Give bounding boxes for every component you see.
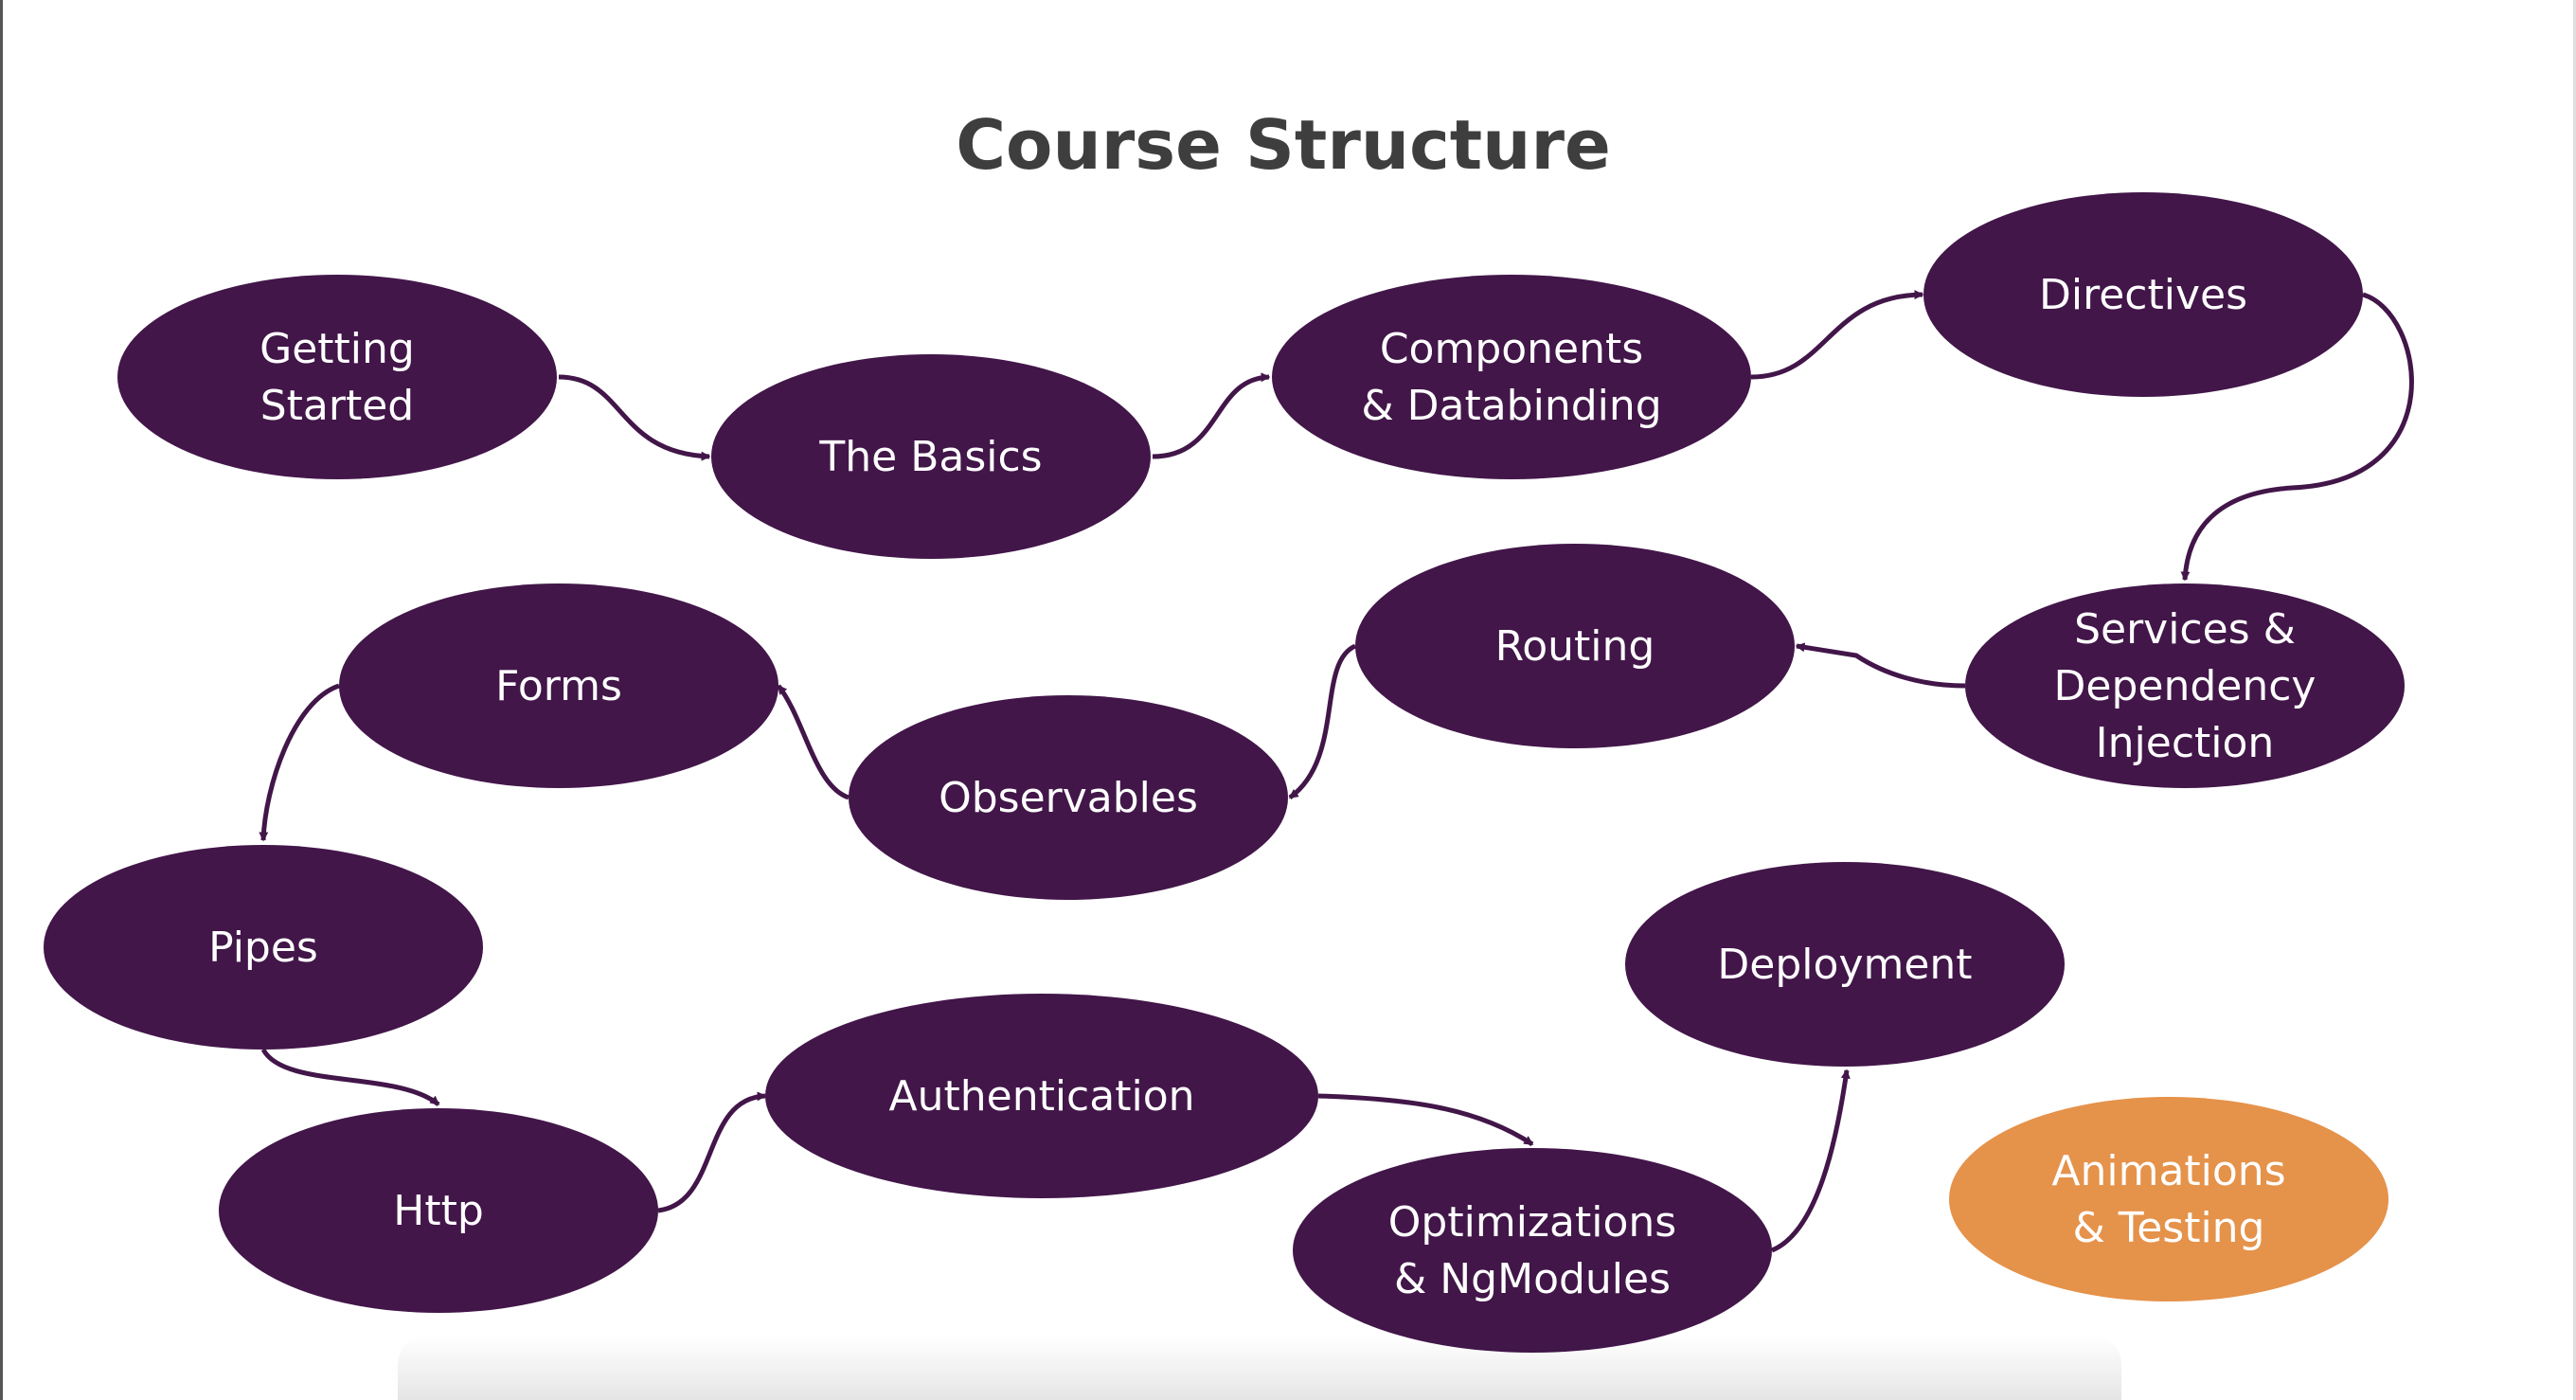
edge-getting-started-to-the-basics [558, 374, 711, 461]
node-label-animations-testing-1: Animations [2051, 1147, 2285, 1195]
node-label-directives: Directives [2039, 271, 2247, 319]
node-shape-services-di [1965, 583, 2405, 788]
node-http: Http [219, 1108, 658, 1313]
node-shape-routing [1355, 544, 1795, 748]
node-label-forms: Forms [495, 662, 622, 710]
node-shape-directives [1923, 192, 2363, 397]
node-forms: Forms [339, 583, 778, 788]
node-shape-animations-testing [1949, 1097, 2388, 1301]
node-shape-optimizations [1293, 1148, 1772, 1353]
node-shape-pipes [44, 845, 483, 1050]
bottom-shadow [398, 1336, 2121, 1400]
node-deployment: Deployment [1625, 862, 2065, 1067]
node-label-components-databinding-1: Components [1380, 325, 1643, 373]
node-label-services-di-2: Dependency [2054, 662, 2317, 710]
node-label-optimizations-2: & NgModules [1394, 1255, 1671, 1303]
left-border [0, 0, 3, 1400]
node-shape-forms [339, 583, 778, 788]
node-shape-components-databinding [1272, 275, 1751, 479]
edge-authentication-to-optimizations [1317, 1093, 1534, 1147]
node-shape-observables [849, 695, 1288, 900]
node-observables: Observables [849, 695, 1288, 900]
node-shape-the-basics [711, 354, 1151, 559]
node-directives: Directives [1923, 192, 2363, 397]
node-shape-authentication [765, 994, 1318, 1198]
slide-title: Course Structure [956, 105, 1611, 185]
edge-forms-to-pipes [259, 683, 340, 842]
node-label-routing: Routing [1495, 622, 1655, 671]
edge-services-di-to-routing [1795, 642, 1966, 689]
edge-http-to-authentication [657, 1091, 767, 1213]
node-label-getting-started-1: Getting [259, 325, 415, 373]
node-label-http: Http [393, 1187, 484, 1235]
edge-directives-to-services-di [2180, 292, 2414, 582]
node-authentication: Authentication [765, 994, 1318, 1198]
node-label-pipes: Pipes [208, 924, 318, 972]
edges [259, 290, 2414, 1253]
edge-pipes-to-http [260, 1048, 440, 1106]
edge-components-databinding-to-directives [1750, 290, 1924, 380]
edge-routing-to-observables [1288, 643, 1357, 800]
node-shape-getting-started [117, 275, 557, 479]
node-animations-testing: Animations & Testing [1949, 1097, 2388, 1301]
node-label-services-di-1: Services & [2074, 605, 2296, 654]
right-border [2573, 0, 2576, 1400]
node-label-deployment: Deployment [1717, 941, 1972, 989]
edge-the-basics-to-components-databinding [1152, 372, 1271, 459]
node-shape-deployment [1625, 862, 2065, 1067]
node-label-components-databinding-2: & Databinding [1361, 382, 1661, 430]
node-shape-http [219, 1108, 658, 1313]
node-label-authentication: Authentication [889, 1072, 1195, 1121]
node-label-optimizations-1: Optimizations [1388, 1198, 1676, 1247]
node-label-services-di-3: Injection [2096, 719, 2275, 767]
edge-optimizations-to-deployment [1770, 1068, 1851, 1253]
node-components-databinding: Components & Databinding [1272, 275, 1751, 479]
node-the-basics: The Basics [711, 354, 1151, 559]
edge-observables-to-forms [777, 684, 850, 800]
node-label-getting-started-2: Started [260, 382, 415, 430]
node-label-observables: Observables [939, 774, 1198, 822]
node-label-animations-testing-2: & Testing [2073, 1204, 2265, 1252]
node-optimizations: Optimizations & NgModules [1293, 1148, 1772, 1353]
node-pipes: Pipes [44, 845, 483, 1050]
node-routing: Routing [1355, 544, 1795, 748]
node-label-the-basics: The Basics [818, 433, 1042, 481]
